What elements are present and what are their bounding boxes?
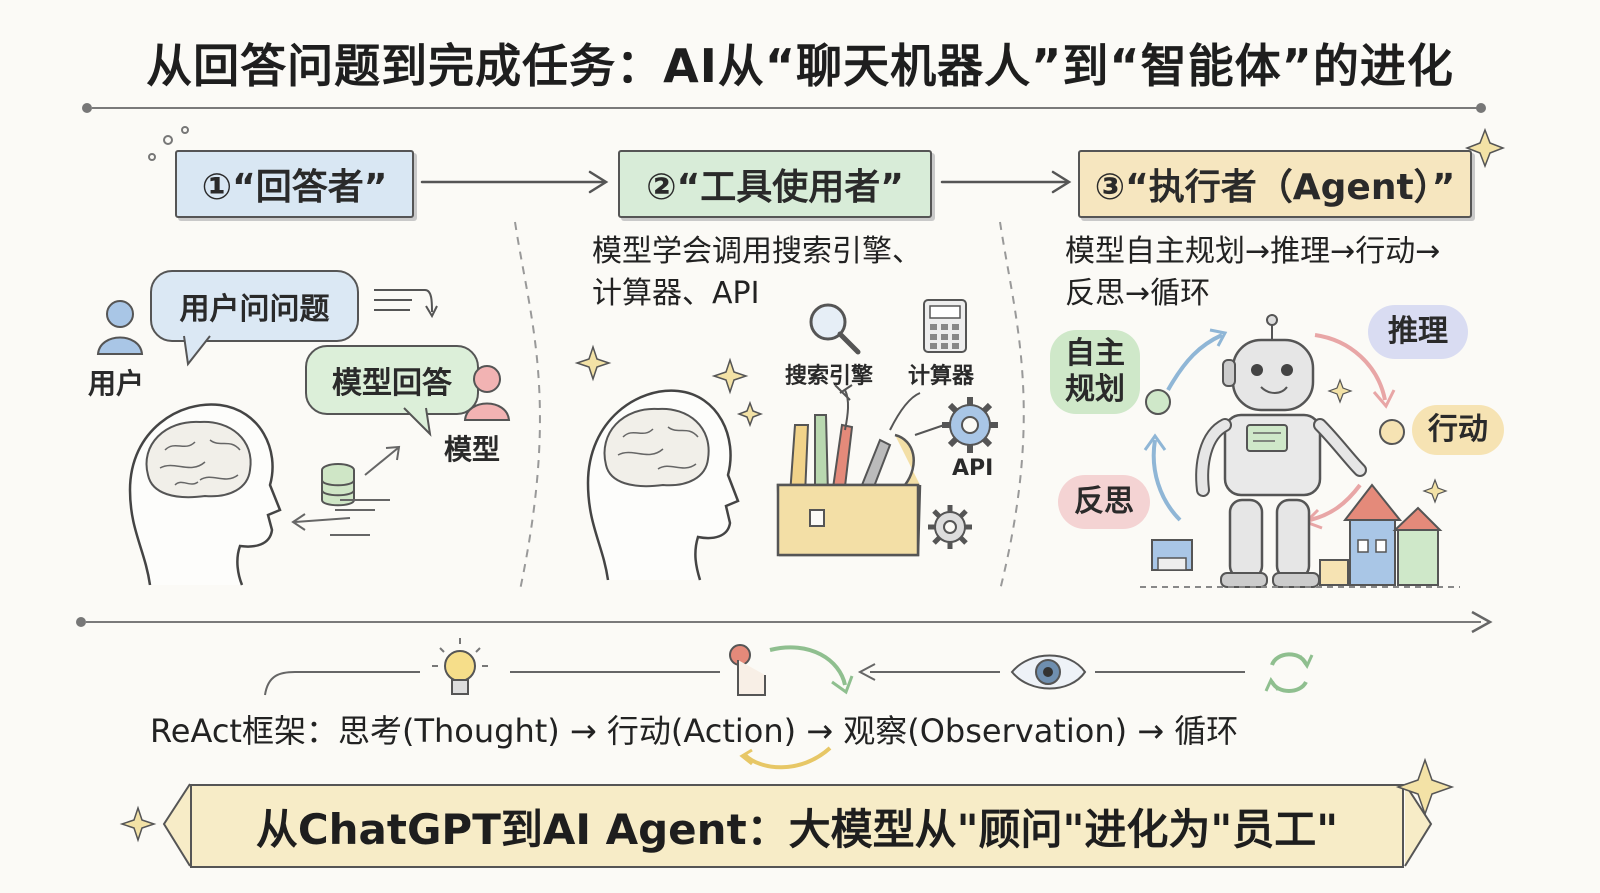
magnifier-icon [809,303,861,355]
exchange-arrows-icon [374,289,438,319]
model-bubble-tail [403,407,432,437]
page-title: 从回答问题到完成任务：AI从“聊天机器人”到“智能体”的进化 [146,39,1454,93]
timeline-rule [86,621,1481,623]
user-question-bubble: 用户问问题 [150,270,359,342]
reflect-pill: 反思 [1058,475,1150,529]
user-avatar-icon [96,300,144,355]
gear-icon [942,397,998,453]
agent-cycle-arrows [1143,328,1448,530]
title-rule-left-dot [82,103,92,113]
building-blocks-icon [1140,483,1460,588]
reason-pill: 推理 [1368,305,1468,359]
stage-agent: ③“执行者（Agent）” [1078,150,1472,218]
gear-icon-2 [928,505,972,549]
search-engine-label: 搜索引擎 [785,364,874,389]
model-label: 模型 [444,433,501,466]
agent-description-line1: 模型自主规划→推理→行动→ [1065,234,1441,269]
tool-arrows [844,389,951,436]
stage-answerer: ①“回答者” [175,150,414,218]
model-avatar-icon [463,365,511,421]
agent-description-line2: 反思→循环 [1065,276,1211,311]
title-rule [92,107,1482,109]
plan-pill: 自主 规划 [1050,330,1140,414]
tool-description-line1: 模型学会调用搜索引擎、 [592,234,922,269]
calculator-icon [923,299,967,353]
head-brain-icon [128,403,282,586]
calculator-label: 计算器 [908,364,975,389]
sparkle-icons [574,344,764,428]
title-rule-right-dot [1476,103,1486,113]
bottom-banner: 从ChatGPT到AI Agent：大模型从"顾问"进化为"员工" [190,784,1404,868]
tool-description-line2: 计算器、API [592,276,760,311]
robot-icon [1195,314,1367,588]
act-pill: 行动 [1412,405,1504,455]
head-brain-icon-2 [586,389,740,581]
user-bubble-tail [183,335,211,367]
toolbox-icon [776,384,922,557]
timeline-start-dot [76,617,86,627]
user-label: 用户 [88,367,145,400]
data-flow-arrows [291,445,401,536]
api-label: API [952,456,994,481]
react-framework-text: ReAct框架：思考(Thought) → 行动(Action) → 观察(Ob… [150,712,1239,750]
timeline-arrowhead [1471,610,1493,634]
react-loop-decor [264,638,1314,770]
stage-tool-user: ②“工具使用者” [618,150,932,218]
banner-sparkles [119,757,1455,843]
plan-label: 自主 规划 [1065,336,1125,407]
banner-ribbon [162,783,1433,867]
model-answer-bubble: 模型回答 [305,345,479,415]
